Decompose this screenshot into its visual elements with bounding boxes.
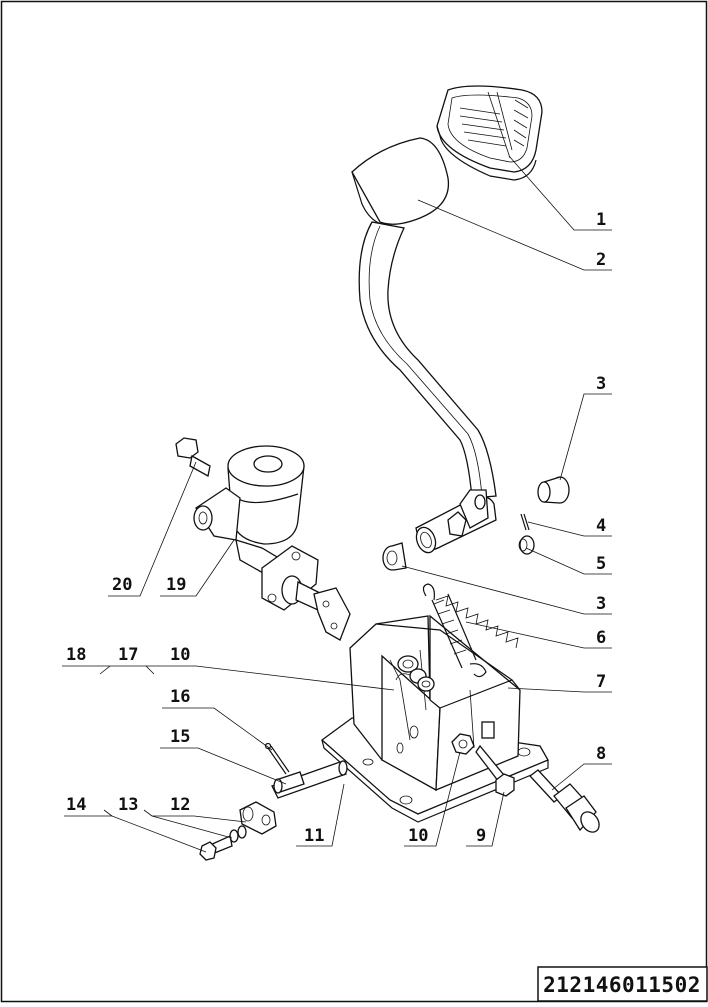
- part-4-pin: [520, 513, 530, 531]
- callout-15: 15: [170, 727, 190, 747]
- part-16-cotter-pin: [264, 742, 290, 775]
- leader-lines: [62, 155, 612, 853]
- part-6-spring: [422, 583, 519, 678]
- part-9-bolt: [475, 744, 515, 797]
- callout-11: 11: [304, 826, 324, 846]
- part-8-switch: [529, 769, 600, 833]
- part-14-bolt: [199, 835, 233, 861]
- callout-4: 4: [596, 516, 606, 536]
- callout-9: 9: [476, 826, 486, 846]
- title-block: 212146011502: [537, 966, 708, 1002]
- part-20-banjo-bolt: [175, 437, 211, 478]
- callout-20: 20: [112, 575, 132, 595]
- callout-5: 5: [596, 554, 606, 574]
- callout-13: 13: [118, 795, 138, 815]
- part-10-nut-upper: [397, 655, 435, 692]
- part-1-pedal-pad: [436, 85, 543, 181]
- part-2-pedal-arm: [351, 137, 497, 554]
- part-7-bracket: [320, 614, 549, 823]
- part-3-bushing-right: [537, 476, 570, 504]
- part-3-bushing-left: [382, 542, 407, 571]
- callout-6: 6: [596, 628, 606, 648]
- callout-1: 1: [596, 210, 606, 230]
- callout-12: 12: [170, 795, 190, 815]
- callout-18: 18: [66, 645, 86, 665]
- callout-10: 10: [408, 826, 428, 846]
- callout-3: 3: [596, 374, 606, 394]
- part-19-master-cylinder: [193, 445, 351, 641]
- callout-8: 8: [596, 744, 606, 764]
- part-15-clevis-pin: [273, 771, 305, 794]
- drawing-number: 212146011502: [543, 973, 701, 997]
- callout-17: 17: [118, 645, 138, 665]
- callout-10b: 10: [170, 645, 190, 665]
- part-10-nut-lower: [451, 733, 475, 755]
- part-13-washer: [229, 825, 247, 843]
- callout-19: 19: [166, 575, 186, 595]
- part-callouts: 1 2 3 4 5 3 6 7 8 9 10 11 12 13 14 15 16…: [66, 210, 606, 846]
- part-5-cap: [518, 535, 535, 555]
- callout-2: 2: [596, 250, 606, 270]
- callout-3b: 3: [596, 594, 606, 614]
- part-12-lever-plate: [239, 801, 277, 835]
- callout-7: 7: [596, 672, 606, 692]
- callout-14: 14: [66, 795, 86, 815]
- callout-16: 16: [170, 687, 190, 707]
